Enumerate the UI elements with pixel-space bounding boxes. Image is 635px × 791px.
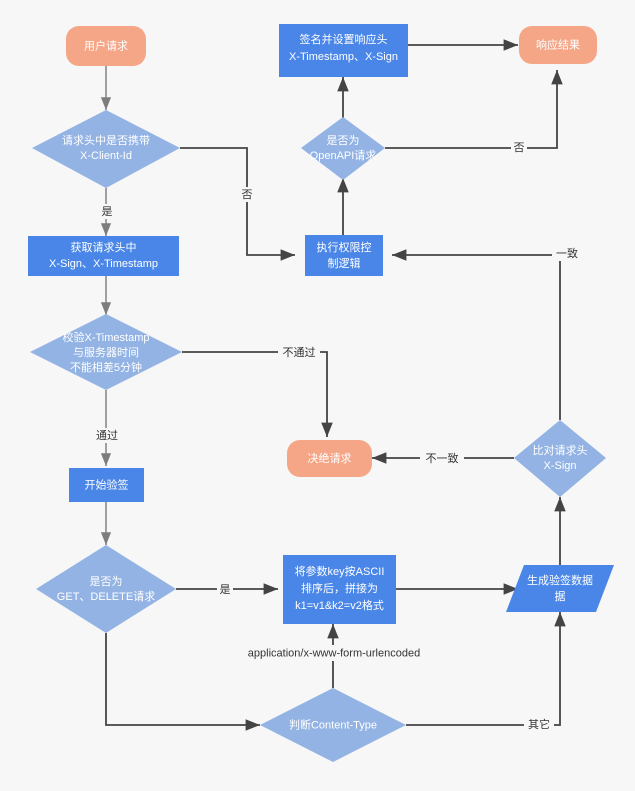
reject-request-shape — [287, 440, 372, 477]
edge-label-timestamp-fail: 不通过 — [278, 345, 320, 360]
node-gen-sign-data[interactable]: 生成验签数据 据 — [506, 565, 614, 612]
edge-label-content-type-urlencoded: application/x-www-form-urlencoded — [234, 645, 434, 661]
node-sign-response[interactable]: 签名并设置响应头 X-Timestamp、X-Sign — [279, 24, 408, 77]
auth-logic-shape — [305, 235, 383, 276]
node-is-openapi[interactable]: 是否为 OpenAPI请求 — [301, 117, 385, 180]
has-client-id-shape — [32, 110, 180, 188]
edge-compare-sign-match — [392, 249, 561, 420]
gen-sign-data-shape — [506, 565, 614, 612]
edge-label-content-type-other: 其它 — [524, 717, 554, 732]
label-text-timestamp-pass: 通过 — [96, 429, 118, 442]
node-sort-params[interactable]: 将参数key按ASCII 排序后，拼接为 k1=v1&k2=v2格式 — [283, 555, 396, 624]
edge-label-client-id-no: 否 — [239, 187, 255, 202]
sort-params-shape — [283, 555, 396, 624]
node-user-request[interactable]: 用户请求 — [66, 26, 146, 66]
start-verify-shape — [69, 468, 144, 502]
response-result-shape — [519, 26, 597, 64]
edge-label-get-delete-yes: 是 — [217, 582, 233, 597]
node-get-headers[interactable]: 获取请求头中 X-Sign、X-Timestamp — [28, 236, 179, 276]
edge-has-client-id-no — [180, 147, 295, 261]
node-verify-timestamp[interactable]: 校验X-Timestamp 与服务器时间 不能相差5分钟 — [30, 314, 182, 390]
edge-label-sign-match: 一致 — [552, 246, 582, 261]
label-text-client-id-no: 否 — [242, 189, 253, 201]
edge-is-openapi-no — [385, 70, 563, 149]
node-check-content-type[interactable]: 判断Content-Type — [260, 688, 406, 762]
node-response-result[interactable]: 响应结果 — [519, 26, 597, 64]
edge-label-openapi-no: 否 — [511, 140, 527, 155]
edge-label-client-id-yes: 是 — [99, 204, 115, 219]
edge-is-get-delete-no — [105, 633, 260, 731]
verify-timestamp-shape — [30, 314, 182, 390]
label-text-openapi-no: 否 — [514, 142, 525, 154]
is-openapi-shape — [301, 117, 385, 180]
node-is-get-delete[interactable]: 是否为 GET、DELETE请求 — [36, 545, 176, 633]
label-text-sign-mismatch: 不一致 — [426, 451, 459, 465]
node-compare-sign[interactable]: 比对请求头 X-Sign — [514, 420, 606, 497]
edge-label-timestamp-pass: 通过 — [92, 428, 122, 443]
label-text-sign-match: 一致 — [556, 246, 578, 260]
check-content-type-shape — [260, 688, 406, 762]
label-text-content-type-urlencoded: application/x-www-form-urlencoded — [248, 647, 420, 659]
is-get-delete-shape — [36, 545, 176, 633]
edge-verify-timestamp-fail — [182, 351, 333, 437]
node-start-verify[interactable]: 开始验签 — [69, 468, 144, 502]
sign-response-shape — [279, 24, 408, 77]
get-headers-shape — [28, 236, 179, 276]
label-text-get-delete-yes: 是 — [220, 583, 231, 596]
compare-sign-shape — [514, 420, 606, 497]
label-text-content-type-other: 其它 — [528, 717, 550, 731]
node-reject-request[interactable]: 决绝请求 — [287, 440, 372, 477]
edge-label-sign-mismatch: 不一致 — [420, 451, 464, 466]
user-request-shape — [66, 26, 146, 66]
label-text-client-id-yes: 是 — [102, 205, 113, 218]
edge-content-type-other — [406, 612, 566, 726]
node-auth-logic[interactable]: 执行权限控 制逻辑 — [305, 235, 383, 276]
label-text-timestamp-fail: 不通过 — [283, 346, 316, 359]
node-has-client-id[interactable]: 请求头中是否携带 X-Client-Id — [32, 110, 180, 188]
